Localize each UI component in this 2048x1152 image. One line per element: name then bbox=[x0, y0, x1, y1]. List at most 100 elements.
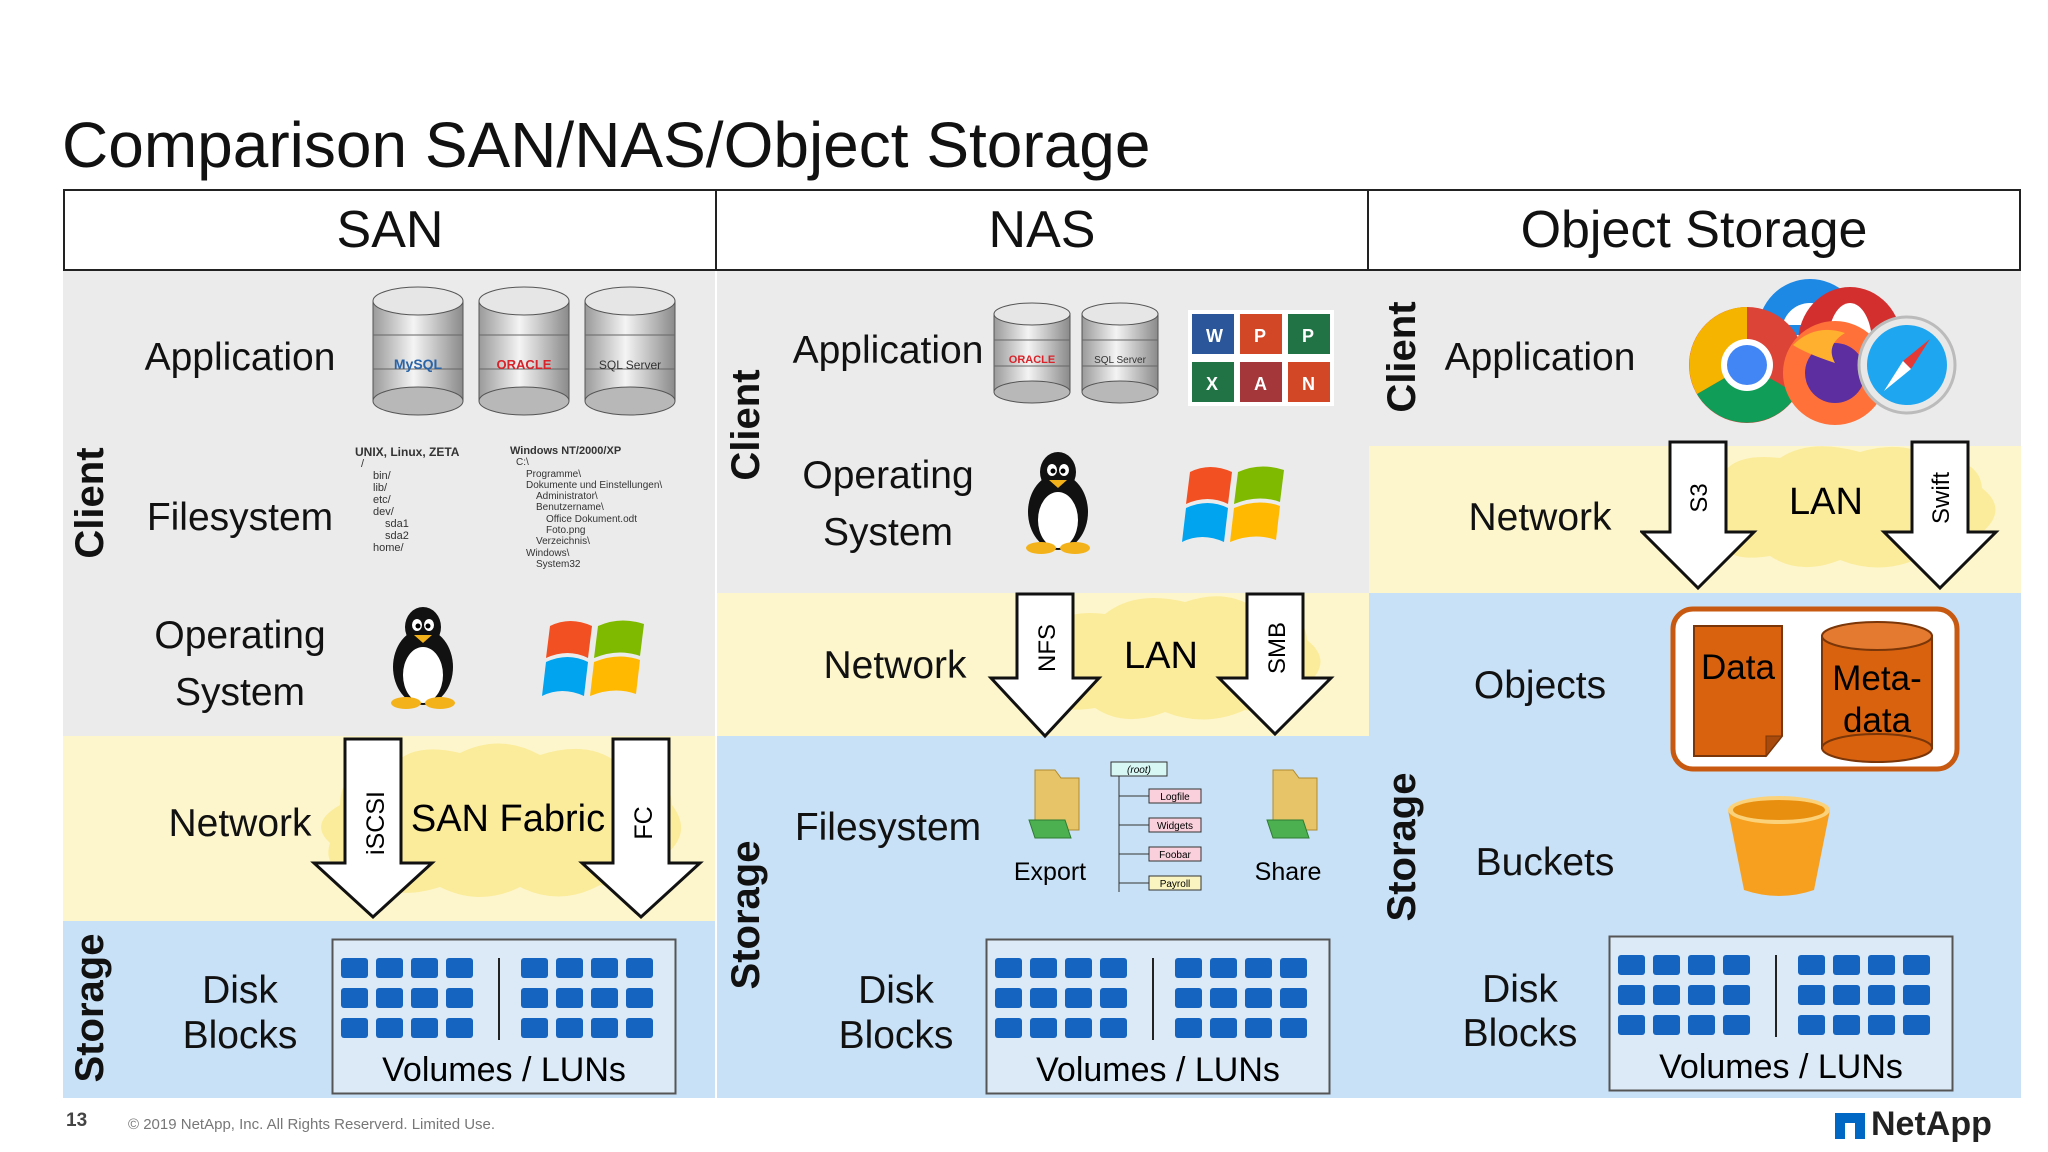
object-disk-label-1: Disk bbox=[1482, 968, 1558, 1011]
svg-text:X: X bbox=[1206, 374, 1218, 394]
storage-block bbox=[591, 988, 618, 1008]
windows-tree-node: C:\ bbox=[516, 457, 529, 469]
unix-tree-node: sda2 bbox=[385, 530, 409, 542]
object-network-diagram: S3 Swift LAN bbox=[1640, 440, 2000, 591]
windows-tree-node: Office Dokument.odt bbox=[546, 513, 637, 525]
storage-block bbox=[1868, 985, 1895, 1005]
windows-logo-icon bbox=[542, 620, 644, 696]
storage-block bbox=[1833, 955, 1860, 975]
storage-block bbox=[556, 1018, 583, 1038]
storage-block bbox=[995, 1018, 1022, 1038]
linux-penguin-icon bbox=[391, 607, 455, 709]
iscsi-arrow bbox=[310, 737, 436, 920]
svg-text:P: P bbox=[1254, 326, 1266, 346]
tree-node: Foobar bbox=[1159, 850, 1191, 861]
nfs-arrow bbox=[987, 592, 1103, 739]
bucket-icon bbox=[1728, 796, 1830, 896]
unix-tree-node: bin/ bbox=[373, 470, 391, 482]
windows-tree-node: Programme\ bbox=[526, 468, 582, 480]
onenote-icon bbox=[1288, 362, 1330, 402]
storage-block bbox=[1030, 988, 1057, 1008]
storage-block bbox=[376, 1018, 403, 1038]
iscsi-label: iSCSI bbox=[362, 791, 390, 855]
linux-penguin-icon bbox=[1026, 452, 1090, 554]
storage-block bbox=[446, 1018, 473, 1038]
storage-block bbox=[1100, 958, 1127, 978]
storage-block bbox=[1245, 1018, 1272, 1038]
storage-block bbox=[1100, 1018, 1127, 1038]
nas-lan-label: LAN bbox=[1124, 635, 1198, 677]
storage-block bbox=[1688, 1015, 1715, 1035]
objects-label: Objects bbox=[1473, 664, 1607, 707]
storage-block bbox=[1798, 955, 1825, 975]
object-application-label: Application bbox=[1444, 336, 1636, 379]
storage-block bbox=[1688, 955, 1715, 975]
data-label: Data bbox=[1701, 648, 1775, 687]
nas-filesystem-label: Filesystem bbox=[794, 806, 982, 849]
nas-application-label: Application bbox=[792, 329, 984, 372]
storage-block bbox=[626, 958, 653, 978]
powerpoint-icon bbox=[1240, 314, 1282, 354]
nfs-label: NFS bbox=[1034, 624, 1061, 672]
storage-block bbox=[995, 988, 1022, 1008]
browser-icons bbox=[1689, 279, 1957, 425]
san-fabric-label: SAN Fabric bbox=[411, 798, 605, 840]
storage-block bbox=[1030, 1018, 1057, 1038]
nas-network-label: Network bbox=[823, 644, 967, 687]
storage-block bbox=[1175, 958, 1202, 978]
storage-block bbox=[1618, 1015, 1645, 1035]
windows-filesystem-tree: Windows NT/2000/XP C:\ Programme\ Dokume… bbox=[510, 445, 715, 586]
s3-arrow bbox=[1640, 440, 1758, 591]
storage-block bbox=[411, 988, 438, 1008]
storage-block bbox=[376, 988, 403, 1008]
nas-os-label-1: Operating bbox=[802, 454, 974, 497]
block-group-right bbox=[521, 958, 653, 1038]
storage-block bbox=[1065, 958, 1092, 978]
block-group-right bbox=[1798, 955, 1930, 1035]
san-volumes-box: Volumes / LUNs bbox=[331, 938, 677, 1095]
header-san: SAN bbox=[63, 189, 717, 271]
storage-block bbox=[1175, 988, 1202, 1008]
nas-os-label-2: System bbox=[822, 511, 954, 554]
fc-label: FC bbox=[630, 806, 658, 839]
tree-node: Widgets bbox=[1157, 821, 1193, 832]
storage-block bbox=[1833, 985, 1860, 1005]
storage-block bbox=[1653, 955, 1680, 975]
storage-block bbox=[1868, 1015, 1895, 1035]
san-filesystem-label: Filesystem bbox=[146, 496, 334, 539]
storage-block bbox=[1903, 955, 1930, 975]
windows-tree-node: Administrator\ bbox=[536, 491, 598, 503]
storage-block bbox=[341, 958, 368, 978]
storage-block bbox=[626, 1018, 653, 1038]
storage-block bbox=[376, 958, 403, 978]
unix-tree-node: etc/ bbox=[373, 494, 391, 506]
nas-database-icons: ORACLE SQL Server bbox=[993, 302, 1159, 404]
storage-block bbox=[1653, 985, 1680, 1005]
block-group-left bbox=[1618, 955, 1750, 1035]
san-application-label: Application bbox=[144, 336, 336, 379]
nas-disk-label-1: Disk bbox=[858, 969, 934, 1012]
storage-block bbox=[411, 1018, 438, 1038]
san-volumes-label: Volumes / LUNs bbox=[382, 1051, 626, 1089]
unix-tree-node: / bbox=[361, 458, 365, 470]
windows-tree-title: Windows NT/2000/XP bbox=[510, 445, 622, 457]
storage-block bbox=[521, 1018, 548, 1038]
san-network-diagram: iSCSI FC SAN Fabric bbox=[310, 737, 704, 920]
s3-label: S3 bbox=[1686, 483, 1713, 512]
storage-block bbox=[411, 958, 438, 978]
header-nas: NAS bbox=[715, 189, 1369, 271]
san-os-label-2: System bbox=[174, 671, 306, 714]
storage-block bbox=[1798, 1015, 1825, 1035]
object-storage-label: Storage bbox=[1380, 772, 1424, 922]
svg-text:ORACLE: ORACLE bbox=[497, 357, 552, 372]
storage-block bbox=[341, 988, 368, 1008]
storage-block bbox=[521, 988, 548, 1008]
storage-block bbox=[1618, 985, 1645, 1005]
storage-block bbox=[1903, 985, 1930, 1005]
svg-text:N: N bbox=[1302, 374, 1315, 394]
tree-node: Logfile bbox=[1160, 792, 1190, 803]
fc-arrow bbox=[578, 737, 704, 920]
storage-block bbox=[1618, 955, 1645, 975]
storage-block bbox=[626, 988, 653, 1008]
nas-network-diagram: NFS SMB LAN bbox=[987, 592, 1335, 739]
